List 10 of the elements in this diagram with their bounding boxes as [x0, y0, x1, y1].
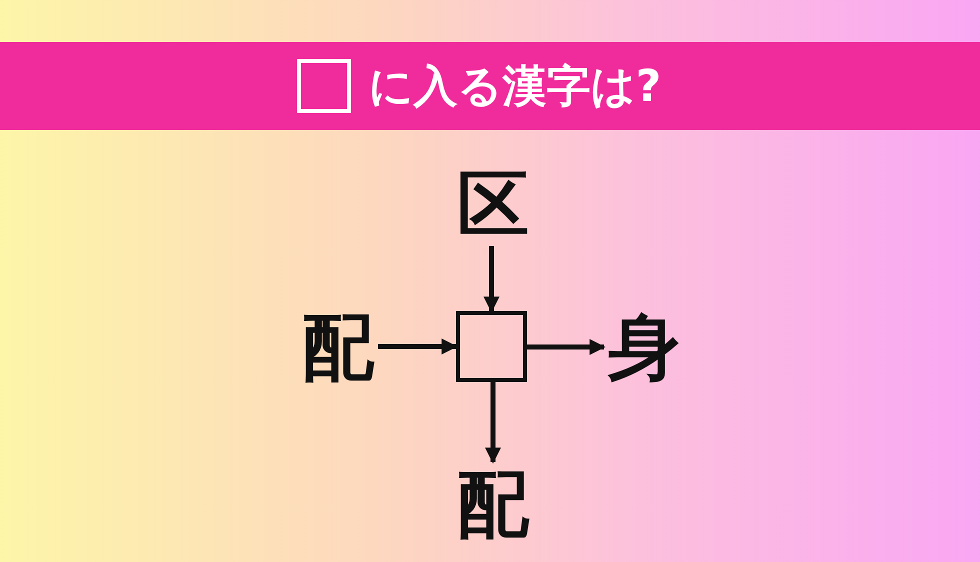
arrow	[484, 246, 500, 313]
kanji-text: 区	[455, 162, 531, 246]
kanji-text: 配	[455, 462, 531, 546]
kanji-text: 配	[298, 305, 378, 389]
arrow	[527, 339, 606, 355]
title: に入る漢字は?	[368, 60, 662, 114]
arrow	[378, 338, 458, 354]
kanji-text: 身	[604, 305, 684, 389]
blank-square	[456, 311, 527, 382]
arrow	[485, 382, 501, 464]
